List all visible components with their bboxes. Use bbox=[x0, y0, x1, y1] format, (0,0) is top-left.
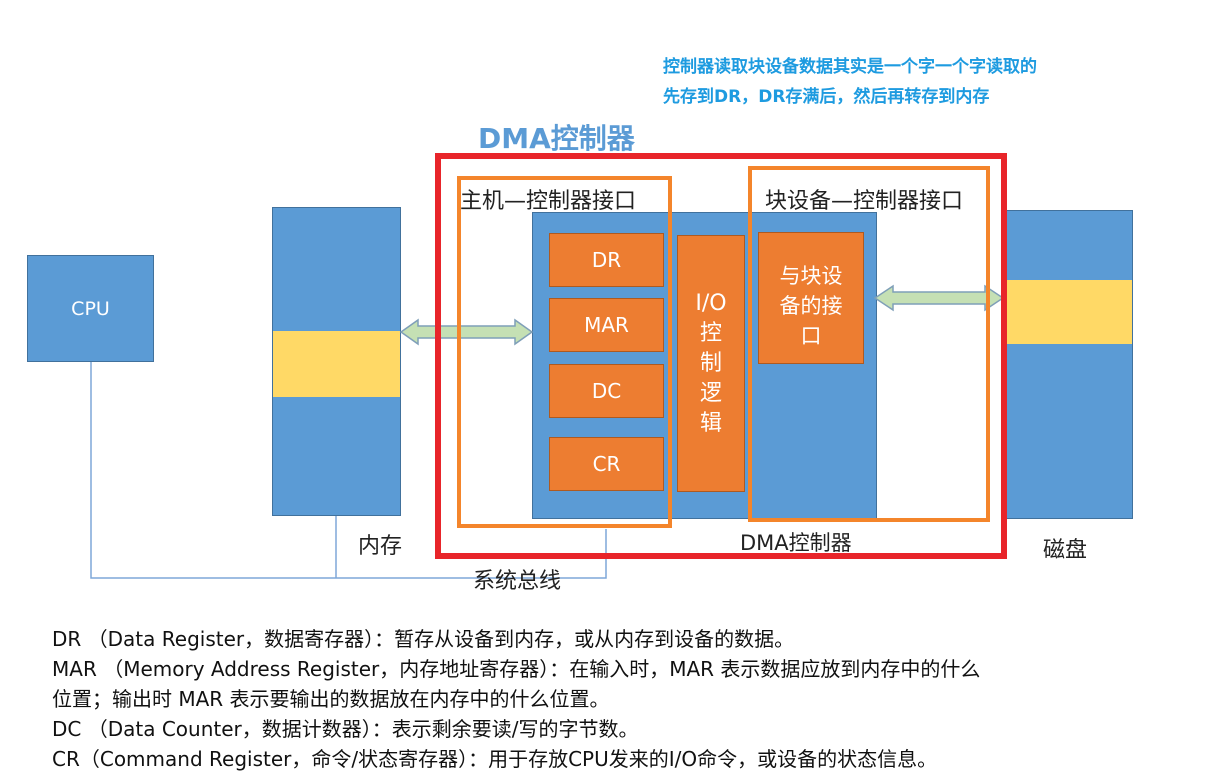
dma-controller-title: DMA控制器 bbox=[478, 122, 635, 155]
legend-mar-line-2: 位置；输出时 MAR 表示要输出的数据放在内存中的什么位置。 bbox=[52, 687, 610, 711]
register-dc: DC bbox=[549, 364, 664, 418]
dma-controller-frame bbox=[435, 153, 1007, 559]
disk-highlight-band bbox=[1007, 280, 1132, 344]
system-bus-label: 系统总线 bbox=[473, 569, 562, 594]
register-cr-label: CR bbox=[592, 452, 621, 476]
io-control-logic-box: I/O控制逻辑 bbox=[677, 235, 745, 492]
register-dc-label: DC bbox=[591, 379, 622, 403]
legend-cr: CR（Command Register，命令/状态寄存器）：用于存放CPU发来的… bbox=[52, 747, 938, 771]
legend-mar-line-1: MAR （Memory Address Register，内存地址寄存器）：在输… bbox=[52, 657, 981, 681]
annotation-line-2: 先存到DR，DR存满后，然后再转存到内存 bbox=[663, 87, 990, 107]
disk-box bbox=[1006, 210, 1133, 519]
legend-dr: DR （Data Register，数据寄存器）：暂存从设备到内存，或从内存到设… bbox=[52, 627, 795, 651]
device-interface-box: 与块设备的接口 bbox=[758, 232, 864, 364]
host-interface-frame bbox=[457, 176, 672, 528]
register-mar-label: MAR bbox=[584, 313, 629, 337]
io-control-logic-label: I/O控制逻辑 bbox=[695, 290, 727, 436]
memory-controller-arrow bbox=[399, 318, 534, 346]
memory-label: 内存 bbox=[358, 534, 403, 559]
register-dr: DR bbox=[549, 233, 664, 287]
disk-label: 磁盘 bbox=[1043, 538, 1088, 563]
dma-controller-label: DMA控制器 bbox=[740, 531, 852, 555]
register-legend: DR （Data Register，数据寄存器）：暂存从设备到内存，或从内存到设… bbox=[52, 624, 1202, 774]
legend-dc: DC （Data Counter，数据计数器）：表示剩余要读/写的字节数。 bbox=[52, 717, 639, 741]
register-dr-label: DR bbox=[591, 248, 622, 272]
cpu-label: CPU bbox=[71, 297, 110, 320]
annotation-line-1: 控制器读取块设备数据其实是一个字一个字读取的 bbox=[663, 57, 1037, 77]
register-cr: CR bbox=[549, 437, 664, 491]
device-interface-box-label: 与块设备的接口 bbox=[779, 264, 843, 348]
device-interface-label: 块设备—控制器接口 bbox=[765, 189, 964, 214]
device-interface-frame bbox=[748, 166, 990, 522]
host-interface-label: 主机—控制器接口 bbox=[460, 189, 637, 214]
cpu-box: CPU bbox=[27, 255, 154, 362]
memory-highlight-band bbox=[273, 331, 400, 397]
register-mar: MAR bbox=[549, 298, 664, 352]
